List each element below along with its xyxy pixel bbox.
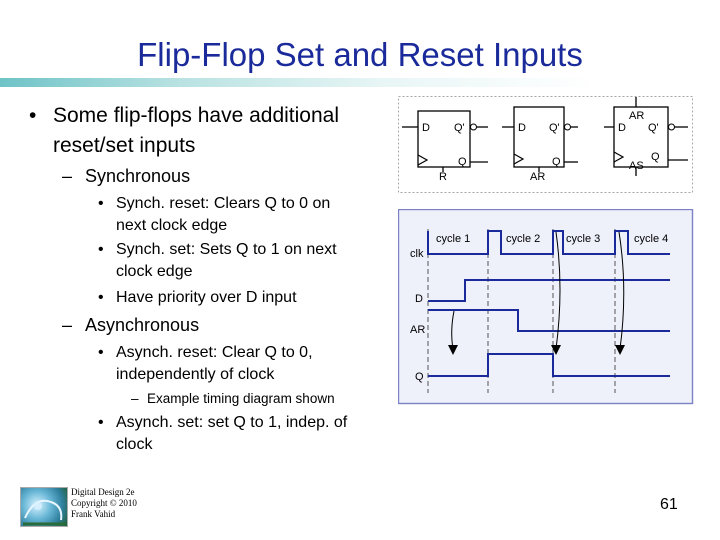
- bullet-text: Synch. set: Sets Q to 1 on next: [116, 241, 337, 258]
- bullet-text: Example timing diagram shown: [147, 391, 335, 406]
- bullet-text: independently of clock: [116, 366, 275, 383]
- footer-line: Copyright © 2010: [71, 498, 137, 508]
- dash-marker: –: [62, 315, 73, 335]
- d-label: D: [422, 122, 430, 134]
- bullet-text: reset/set inputs: [53, 134, 196, 157]
- bullet-text: next clock edge: [116, 217, 228, 234]
- bullet-text: Asynch. reset: Clear Q to 0,: [116, 344, 313, 361]
- ar-label: AR: [530, 171, 545, 183]
- signal-label-clk: clk: [410, 248, 424, 260]
- q-label: Q: [552, 156, 561, 168]
- bullet-text: Some flip-flops have additional: [53, 104, 340, 127]
- arrowhead: [448, 345, 458, 355]
- bullet-text: Asynch. set: set Q to 1, indep. of: [116, 414, 348, 431]
- bullet-marker: •: [98, 289, 104, 306]
- sub-heading-asynchronous: Asynchronous: [85, 315, 200, 335]
- ar-waveform: [428, 309, 670, 332]
- flip-flop-symbols: D Q' Q R D Q' Q AR D AR Q' Q AS: [398, 96, 693, 193]
- signal-label-q: Q: [415, 371, 424, 383]
- bullet-text: Synch. reset: Clears Q to 0 on: [116, 195, 331, 212]
- bullet-text: clock edge: [116, 263, 193, 280]
- clk-waveform: [427, 230, 670, 255]
- bullet-marker: •: [98, 241, 104, 258]
- dash-marker: –: [131, 391, 139, 406]
- d-label: D: [618, 122, 626, 134]
- page-number: 61: [660, 496, 678, 513]
- flip-flop-async-reset-set: D AR Q' Q AS: [604, 97, 688, 176]
- dash-marker: –: [62, 166, 73, 186]
- bullet-marker: •: [98, 414, 104, 431]
- arrow: [555, 231, 561, 350]
- bullet-marker: •: [98, 195, 104, 212]
- bullet-marker: •: [29, 104, 37, 127]
- cycle-label: cycle 4: [634, 233, 668, 245]
- as-label: AS: [629, 160, 644, 172]
- q-label: Q: [458, 156, 467, 168]
- title-underline: [0, 78, 598, 87]
- signal-label-d: D: [415, 293, 423, 305]
- bullet-text: clock: [116, 436, 153, 453]
- signal-label-ar: AR: [410, 324, 425, 336]
- footer-line: Digital Design 2e: [71, 487, 135, 497]
- bullet-text: Have priority over D input: [116, 289, 297, 306]
- qbar-label: Q': [648, 122, 659, 134]
- flip-flop-sync-reset: D Q' Q R: [402, 110, 488, 183]
- d-label: D: [518, 122, 526, 134]
- flip-flop-async-reset: D Q' Q AR: [502, 106, 578, 183]
- q-waveform: [428, 353, 670, 377]
- ar-label: AR: [629, 110, 644, 122]
- footer-line: Frank Vahid: [71, 509, 116, 519]
- bullet-marker: •: [98, 344, 104, 361]
- q-label: Q: [651, 151, 660, 163]
- qbar-label: Q': [454, 122, 465, 134]
- sub-heading-synchronous: Synchronous: [85, 166, 191, 186]
- arrow: [618, 231, 625, 350]
- arrowhead: [615, 345, 625, 355]
- book-cover-logo: [20, 487, 68, 527]
- slide-title: Flip-Flop Set and Reset Inputs: [137, 36, 583, 73]
- arrowhead: [551, 345, 561, 355]
- cycle-label: cycle 2: [506, 233, 540, 245]
- d-waveform: [428, 279, 670, 302]
- footer-copyright: Digital Design 2e Copyright © 2010 Frank…: [71, 487, 137, 520]
- timing-diagram: cycle 1 cycle 2 cycle 3 cycle 4 clk D AR…: [398, 209, 694, 405]
- r-label: R: [439, 171, 447, 183]
- qbar-label: Q': [549, 122, 560, 134]
- cycle-label: cycle 1: [436, 233, 470, 245]
- cycle-label: cycle 3: [566, 233, 600, 245]
